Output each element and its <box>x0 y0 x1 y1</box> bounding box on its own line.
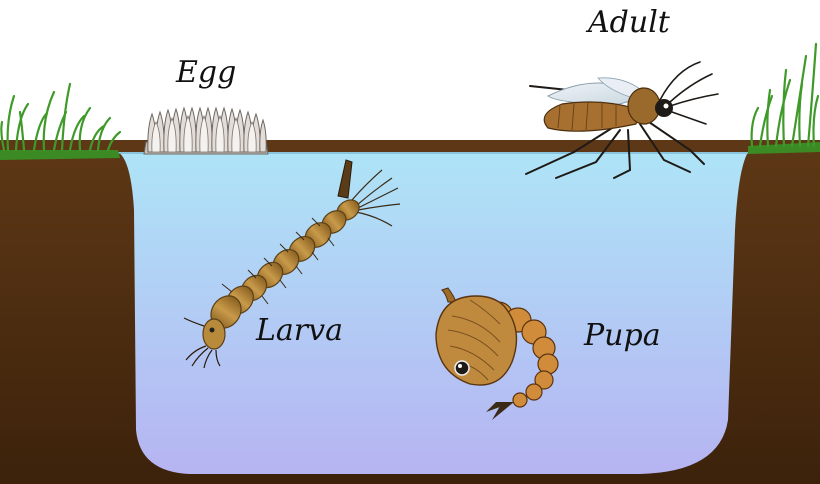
adult-label: Adult <box>588 8 670 38</box>
egg-raft <box>144 108 268 154</box>
egg-label: Egg <box>176 58 236 88</box>
grass-right <box>748 44 820 154</box>
larva-label: Larva <box>256 316 343 346</box>
pupa-label: Pupa <box>584 321 661 351</box>
